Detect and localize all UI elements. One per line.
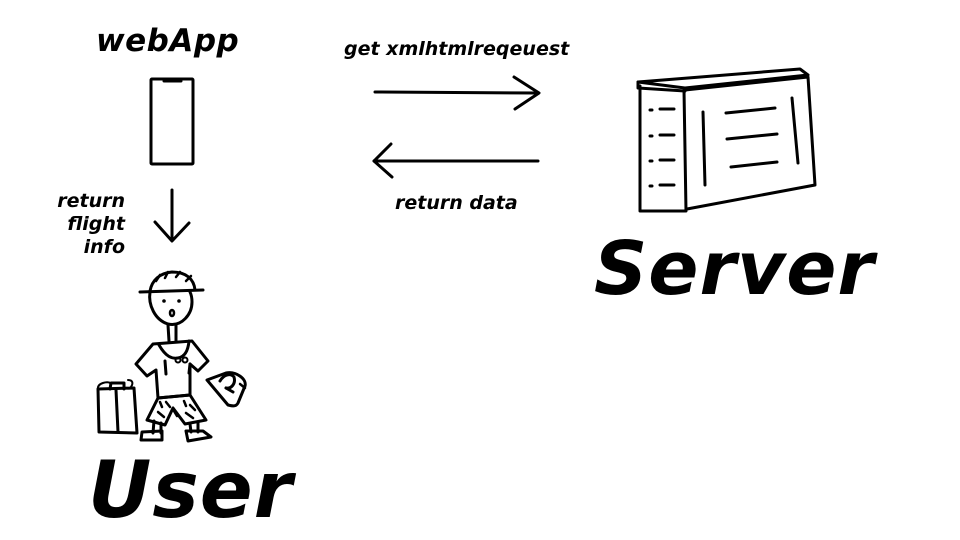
server-icon <box>636 67 817 213</box>
user-label: User <box>88 446 294 536</box>
handbag-icon <box>205 371 247 408</box>
traveler-figure-icon <box>134 270 213 443</box>
suitcase-icon <box>96 379 139 435</box>
request-label: get xmlhtmlreqeuest <box>344 38 570 60</box>
arrow-return-data <box>372 142 540 179</box>
phone-icon <box>149 77 195 166</box>
return-flight-info-label: return flight info <box>20 190 125 260</box>
server-label: Server <box>594 226 875 312</box>
arrow-down-to-user <box>153 188 191 243</box>
return-flight-info-line1: return <box>57 190 125 212</box>
return-data-label: return data <box>395 192 518 214</box>
return-flight-info-line2: flight info <box>67 213 125 259</box>
arrow-request-to-server <box>373 75 541 111</box>
webapp-label: webApp <box>96 23 240 59</box>
